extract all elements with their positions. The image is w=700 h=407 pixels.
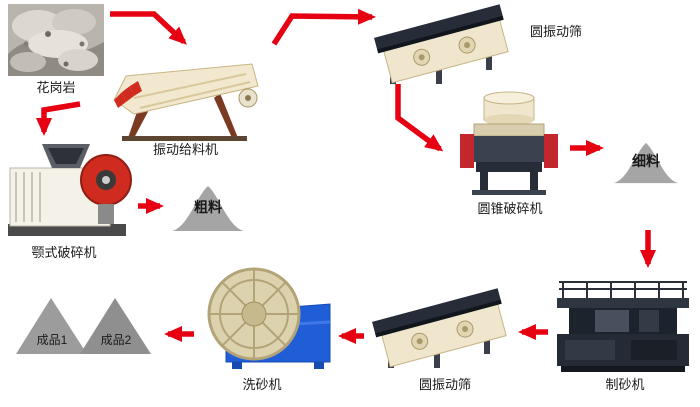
jaw-crusher xyxy=(2,138,137,243)
screen-bottom-label: 圆振动筛 xyxy=(418,377,471,392)
vibrating-screen-bottom-illustration xyxy=(372,288,507,368)
vibrating-feeder-illustration xyxy=(113,63,259,141)
sand-washer-label: 洗砂机 xyxy=(242,377,282,392)
coarse-material-label: 粗料 xyxy=(194,199,222,215)
circular-vibrating-screen-top xyxy=(374,4,514,86)
circular-vibrating-screen-bottom xyxy=(372,288,512,370)
cone-crusher-illustration xyxy=(460,91,558,195)
vibrating-feeder xyxy=(110,48,260,143)
sand-maker-label: 制砂机 xyxy=(605,377,645,392)
arrow-coarse-to-screen-top xyxy=(271,8,376,46)
product-1-triangle xyxy=(16,298,87,354)
sand-washer-illustration xyxy=(207,267,331,369)
sand-making-machine xyxy=(553,276,693,374)
arrow-screen-top-to-cone-crusher xyxy=(395,84,444,152)
fine-material-label: 细料 xyxy=(632,153,660,169)
jaw-crusher-illustration xyxy=(8,144,132,236)
product-1-label: 成品1 xyxy=(36,333,68,347)
granite-label: 花岗岩 xyxy=(36,80,76,95)
cone-crusher xyxy=(452,90,567,198)
fine-material-pile xyxy=(612,140,680,185)
finished-product-1-pile xyxy=(14,296,89,356)
fine-pile-illustration xyxy=(613,142,679,184)
cone-crusher-label: 圆锥破碎机 xyxy=(477,201,543,216)
vibrating-screen-top-illustration xyxy=(374,4,509,84)
coarse-pile-illustration xyxy=(172,186,244,231)
vibrating-feeder-label: 振动给料机 xyxy=(152,142,218,157)
coarse-material-pile xyxy=(170,183,246,233)
sand-washing-machine xyxy=(198,266,333,370)
jaw-crusher-label: 颚式破碎机 xyxy=(31,245,97,260)
arrow-feeder-to-jaw-crusher xyxy=(36,101,81,136)
screen-top-label: 圆振动筛 xyxy=(529,24,582,39)
arrow-granite-to-feeder xyxy=(110,11,187,45)
sand-maker-illustration xyxy=(557,281,689,372)
granite-rock-illustration xyxy=(8,4,104,76)
granite-photo xyxy=(8,4,104,76)
finished-product-2-pile xyxy=(78,296,153,356)
product-2-triangle xyxy=(80,298,151,354)
product-2-label: 成品2 xyxy=(100,333,132,347)
